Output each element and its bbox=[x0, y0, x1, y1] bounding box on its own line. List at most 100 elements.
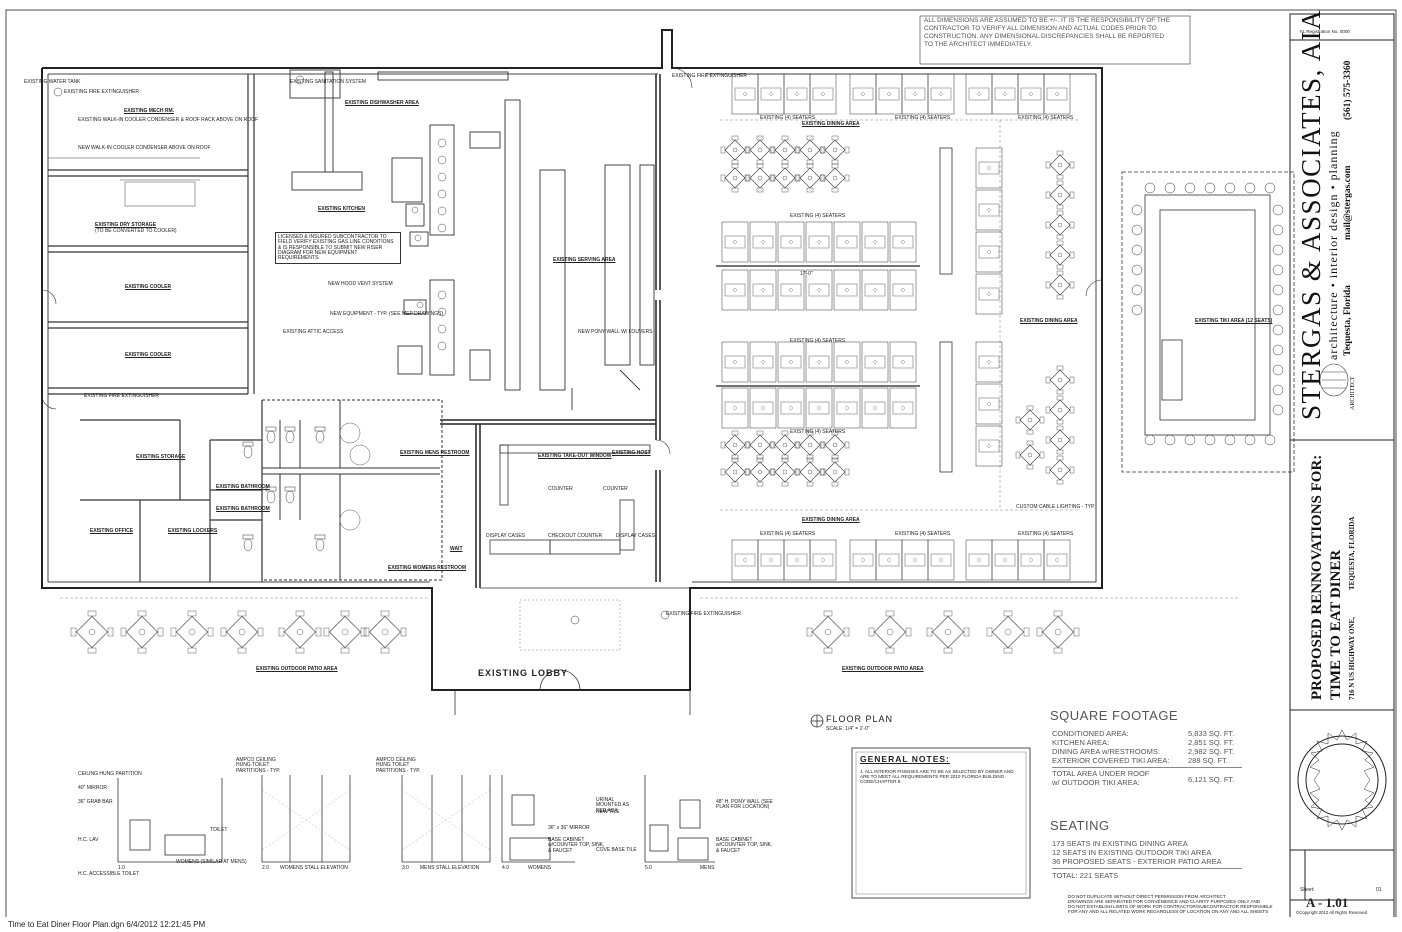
general-notes-text: 1. ALL INTERIOR FINISHES ARE TO BE AS SE… bbox=[860, 769, 1014, 784]
elev-note: CEILING HUNG PARTITION bbox=[78, 771, 142, 777]
room-label-dishwasher: EXISTING DISHWASHER AREA bbox=[345, 100, 419, 106]
elevation-label: WOMENS STALL ELEVATION bbox=[280, 865, 348, 871]
note-sanitation: EXISTING SANITATION SYSTEM bbox=[290, 79, 366, 85]
elevation-num: 4.0 bbox=[502, 865, 509, 871]
file-footer: Time to Eat Diner Floor Plan.dgn 6/4/201… bbox=[8, 920, 206, 929]
room-note-dry-storage: (TO BE CONVERTED TO COOLER) bbox=[95, 228, 177, 234]
sheet-of: 01 bbox=[1376, 887, 1382, 893]
room-label-dining-top: EXISTING DINING AREA bbox=[802, 121, 860, 127]
note-fire-ext: EXISTING FIRE EXTINGUISHER bbox=[64, 89, 140, 95]
room-label-cooler-2: EXISTING COOLER bbox=[125, 352, 172, 358]
seating-total: TOTAL: 221 SEATS bbox=[1052, 871, 1119, 880]
firm-phone: (561) 575-3360 bbox=[1343, 60, 1353, 120]
note-display-cases: DISPLAY CASES bbox=[616, 533, 655, 539]
sf-label: EXTERIOR COVERED TIKI AREA: bbox=[1052, 756, 1170, 765]
note-attic: EXISTING ATTIC ACCESS bbox=[283, 329, 344, 335]
note-new-walkin: NEW WALK-IN COOLER CONDENSER ABOVE ON RO… bbox=[78, 145, 211, 151]
sf-label: CONDITIONED AREA: bbox=[1052, 729, 1129, 738]
note-checkout: CHECKOUT COUNTER bbox=[548, 533, 603, 539]
disclaimer-line: CONTRACTOR TO VERIFY ALL DIMENSION AND A… bbox=[924, 25, 1157, 32]
elev-note: BASE CABINET w/COUNTER TOP, SINK, & FAUC… bbox=[548, 837, 605, 854]
note-new-equipment: NEW EQUIPMENT - TYP. (SEE MEP DRAWINGS) bbox=[330, 311, 444, 317]
note-fire-ext: EXISTING FIRE EXTINGUISHER bbox=[84, 393, 160, 399]
seating-divider bbox=[1052, 868, 1242, 869]
elev-note: URINAL MOUNTED AS PER ADA bbox=[596, 797, 630, 814]
room-label-serving: EXISTING SERVING AREA bbox=[553, 257, 616, 263]
note-seats: EXISTING (4) SEATERS bbox=[760, 531, 816, 537]
elev-note: 36" x 36" MIRROR bbox=[548, 825, 590, 831]
elev-note: AMPCO CEILING HUNG TOILET PARTITIONS - T… bbox=[376, 757, 421, 774]
sf-total-label: w/ OUTDOOR TIKI AREA: bbox=[1052, 778, 1140, 787]
bottom-disclaimer-line: FOR ANY AND ALL RELATED WORK REGARDLESS … bbox=[1068, 909, 1269, 914]
room-label-bathroom-1: EXISTING BATHROOM bbox=[216, 484, 270, 490]
seating-line: 36 PROPOSED SEATS - EXTERIOR PATIO AREA bbox=[1052, 857, 1222, 866]
elev-note: H.C. LAV bbox=[78, 837, 99, 843]
note-licensed: LICENSED & INSURED SUBCONTRACTOR TO FIEL… bbox=[275, 232, 401, 265]
project-address: 716 N US HIGHWAY ONE, bbox=[1348, 617, 1356, 700]
note-new-wall: NEW PONY WALL W/ LOUVERS bbox=[578, 329, 653, 335]
room-label-lobby: EXISTING LOBBY bbox=[478, 668, 569, 678]
sheet-number: A - 1.01 bbox=[1306, 895, 1349, 910]
room-label-mens-restroom: EXISTING MENS RESTROOM bbox=[400, 450, 470, 456]
copyright: ©Copyright 2012 All Rights Reserved bbox=[1296, 910, 1367, 915]
room-label-office: EXISTING OFFICE bbox=[90, 528, 134, 534]
elev-note: H.C. ACCESSIBLE TOILET bbox=[78, 871, 140, 877]
room-label-kitchen: EXISTING KITCHEN bbox=[318, 206, 365, 212]
note-seats: EXISTING (4) SEATERS bbox=[895, 115, 951, 121]
sf-total-label: TOTAL AREA UNDER ROOF bbox=[1052, 769, 1150, 778]
bottom-disclaimer-line: DRAWINGS ARE SEPARATED FOR CONVENIENCE A… bbox=[1068, 899, 1261, 904]
elev-note: 36" GRAB BAR bbox=[78, 799, 113, 805]
sf-value: 2,982 SQ. FT. bbox=[1188, 747, 1235, 756]
room-label-patio-right: EXISTING OUTDOOR PATIO AREA bbox=[842, 666, 924, 672]
elev-note: WOMENS (SIMILAR AT MENS) bbox=[176, 859, 247, 865]
elevation-label: WOMENS bbox=[528, 865, 552, 871]
disclaimer-line: TO THE ARCHITECT IMMEDIATELY. bbox=[924, 41, 1032, 48]
general-notes-title: GENERAL NOTES: bbox=[860, 754, 950, 764]
sf-label: DINING AREA w/RESTROOMS: bbox=[1052, 747, 1160, 756]
note-fire-ext: EXISTING FIRE EXTINGUISHER bbox=[666, 611, 742, 617]
elev-note: TOILET bbox=[210, 827, 228, 833]
elev-note: NEW TILE bbox=[596, 809, 620, 815]
room-label-dining-right: EXISTING DINING AREA bbox=[1020, 318, 1078, 324]
elevation-label: MENS bbox=[700, 865, 715, 871]
room-label-tank: EXISTING WATER TANK bbox=[24, 79, 81, 85]
elev-note: 40" MIRROR bbox=[78, 785, 108, 791]
firm-name: STERGAS & ASSOCIATES, AIA bbox=[1296, 8, 1326, 420]
floor-plan-scale: SCALE: 1/4" = 1'-0" bbox=[826, 726, 870, 732]
sf-value: 5,833 SQ. FT. bbox=[1188, 729, 1235, 738]
note-seats: EXISTING (4) SEATERS bbox=[895, 531, 951, 537]
room-label-wait: WAIT bbox=[450, 546, 463, 552]
license-number: FL Registration No. 0000 bbox=[1300, 29, 1350, 34]
room-label-dry-storage: EXISTING DRY STORAGE bbox=[95, 222, 157, 228]
firm-services: architecture • interior design • plannin… bbox=[1326, 130, 1340, 360]
architect-label: ARCHITECT bbox=[1350, 376, 1356, 410]
room-label-womens-restroom: EXISTING WOMENS RESTROOM bbox=[388, 565, 467, 571]
disclaimer-line: CONSTRUCTION. ANY DIMENSIONAL DISCREPANC… bbox=[924, 33, 1165, 40]
room-label-dining-bottom: EXISTING DINING AREA bbox=[802, 517, 860, 523]
seating-line: 12 SEATS IN EXISTING OUTDOOR TIKI AREA bbox=[1052, 848, 1212, 857]
note-dim: 17'-0" bbox=[800, 271, 813, 277]
note-seats: EXISTING (4) SEATERS bbox=[790, 338, 846, 344]
sf-value: 2,851 SQ. FT. bbox=[1188, 738, 1235, 747]
sf-divider bbox=[1052, 767, 1242, 768]
elevation-num: 5.0 bbox=[645, 865, 652, 871]
firm-email: mail@stergas.com bbox=[1343, 165, 1353, 240]
note-new-hood: NEW HOOD VENT SYSTEM bbox=[328, 281, 393, 287]
room-label-lockers: EXISTING LOCKERS bbox=[168, 528, 218, 534]
bottom-disclaimer-line: DO NOT DUPLICATE WITHOUT DIRECT PERMISSI… bbox=[1068, 894, 1226, 899]
room-label-patio-left: EXISTING OUTDOOR PATIO AREA bbox=[256, 666, 338, 672]
room-label-mech: EXISTING MECH RM. bbox=[124, 108, 175, 114]
elevation-num: 3.0 bbox=[402, 865, 409, 871]
sf-value: 288 SQ. FT. bbox=[1188, 756, 1229, 765]
room-label-tiki: EXISTING TIKI AREA (12 SEATS) bbox=[1195, 318, 1273, 324]
seating-title: SEATING bbox=[1050, 818, 1110, 833]
square-footage-title: SQUARE FOOTAGE bbox=[1050, 708, 1179, 723]
note-seats: EXISTING (4) SEATERS bbox=[790, 429, 846, 435]
firm-city: Tequesta, Florida bbox=[1343, 285, 1353, 356]
note-custom-cable: CUSTOM CABLE LIGHTING - TYP. bbox=[1016, 504, 1096, 510]
elevation-num: 1.0 bbox=[118, 865, 125, 871]
note-display-cases: DISPLAY CASES bbox=[486, 533, 525, 539]
sf-label: KITCHEN AREA: bbox=[1052, 738, 1110, 747]
note-seats: EXISTING (4) SEATERS bbox=[1018, 115, 1074, 121]
